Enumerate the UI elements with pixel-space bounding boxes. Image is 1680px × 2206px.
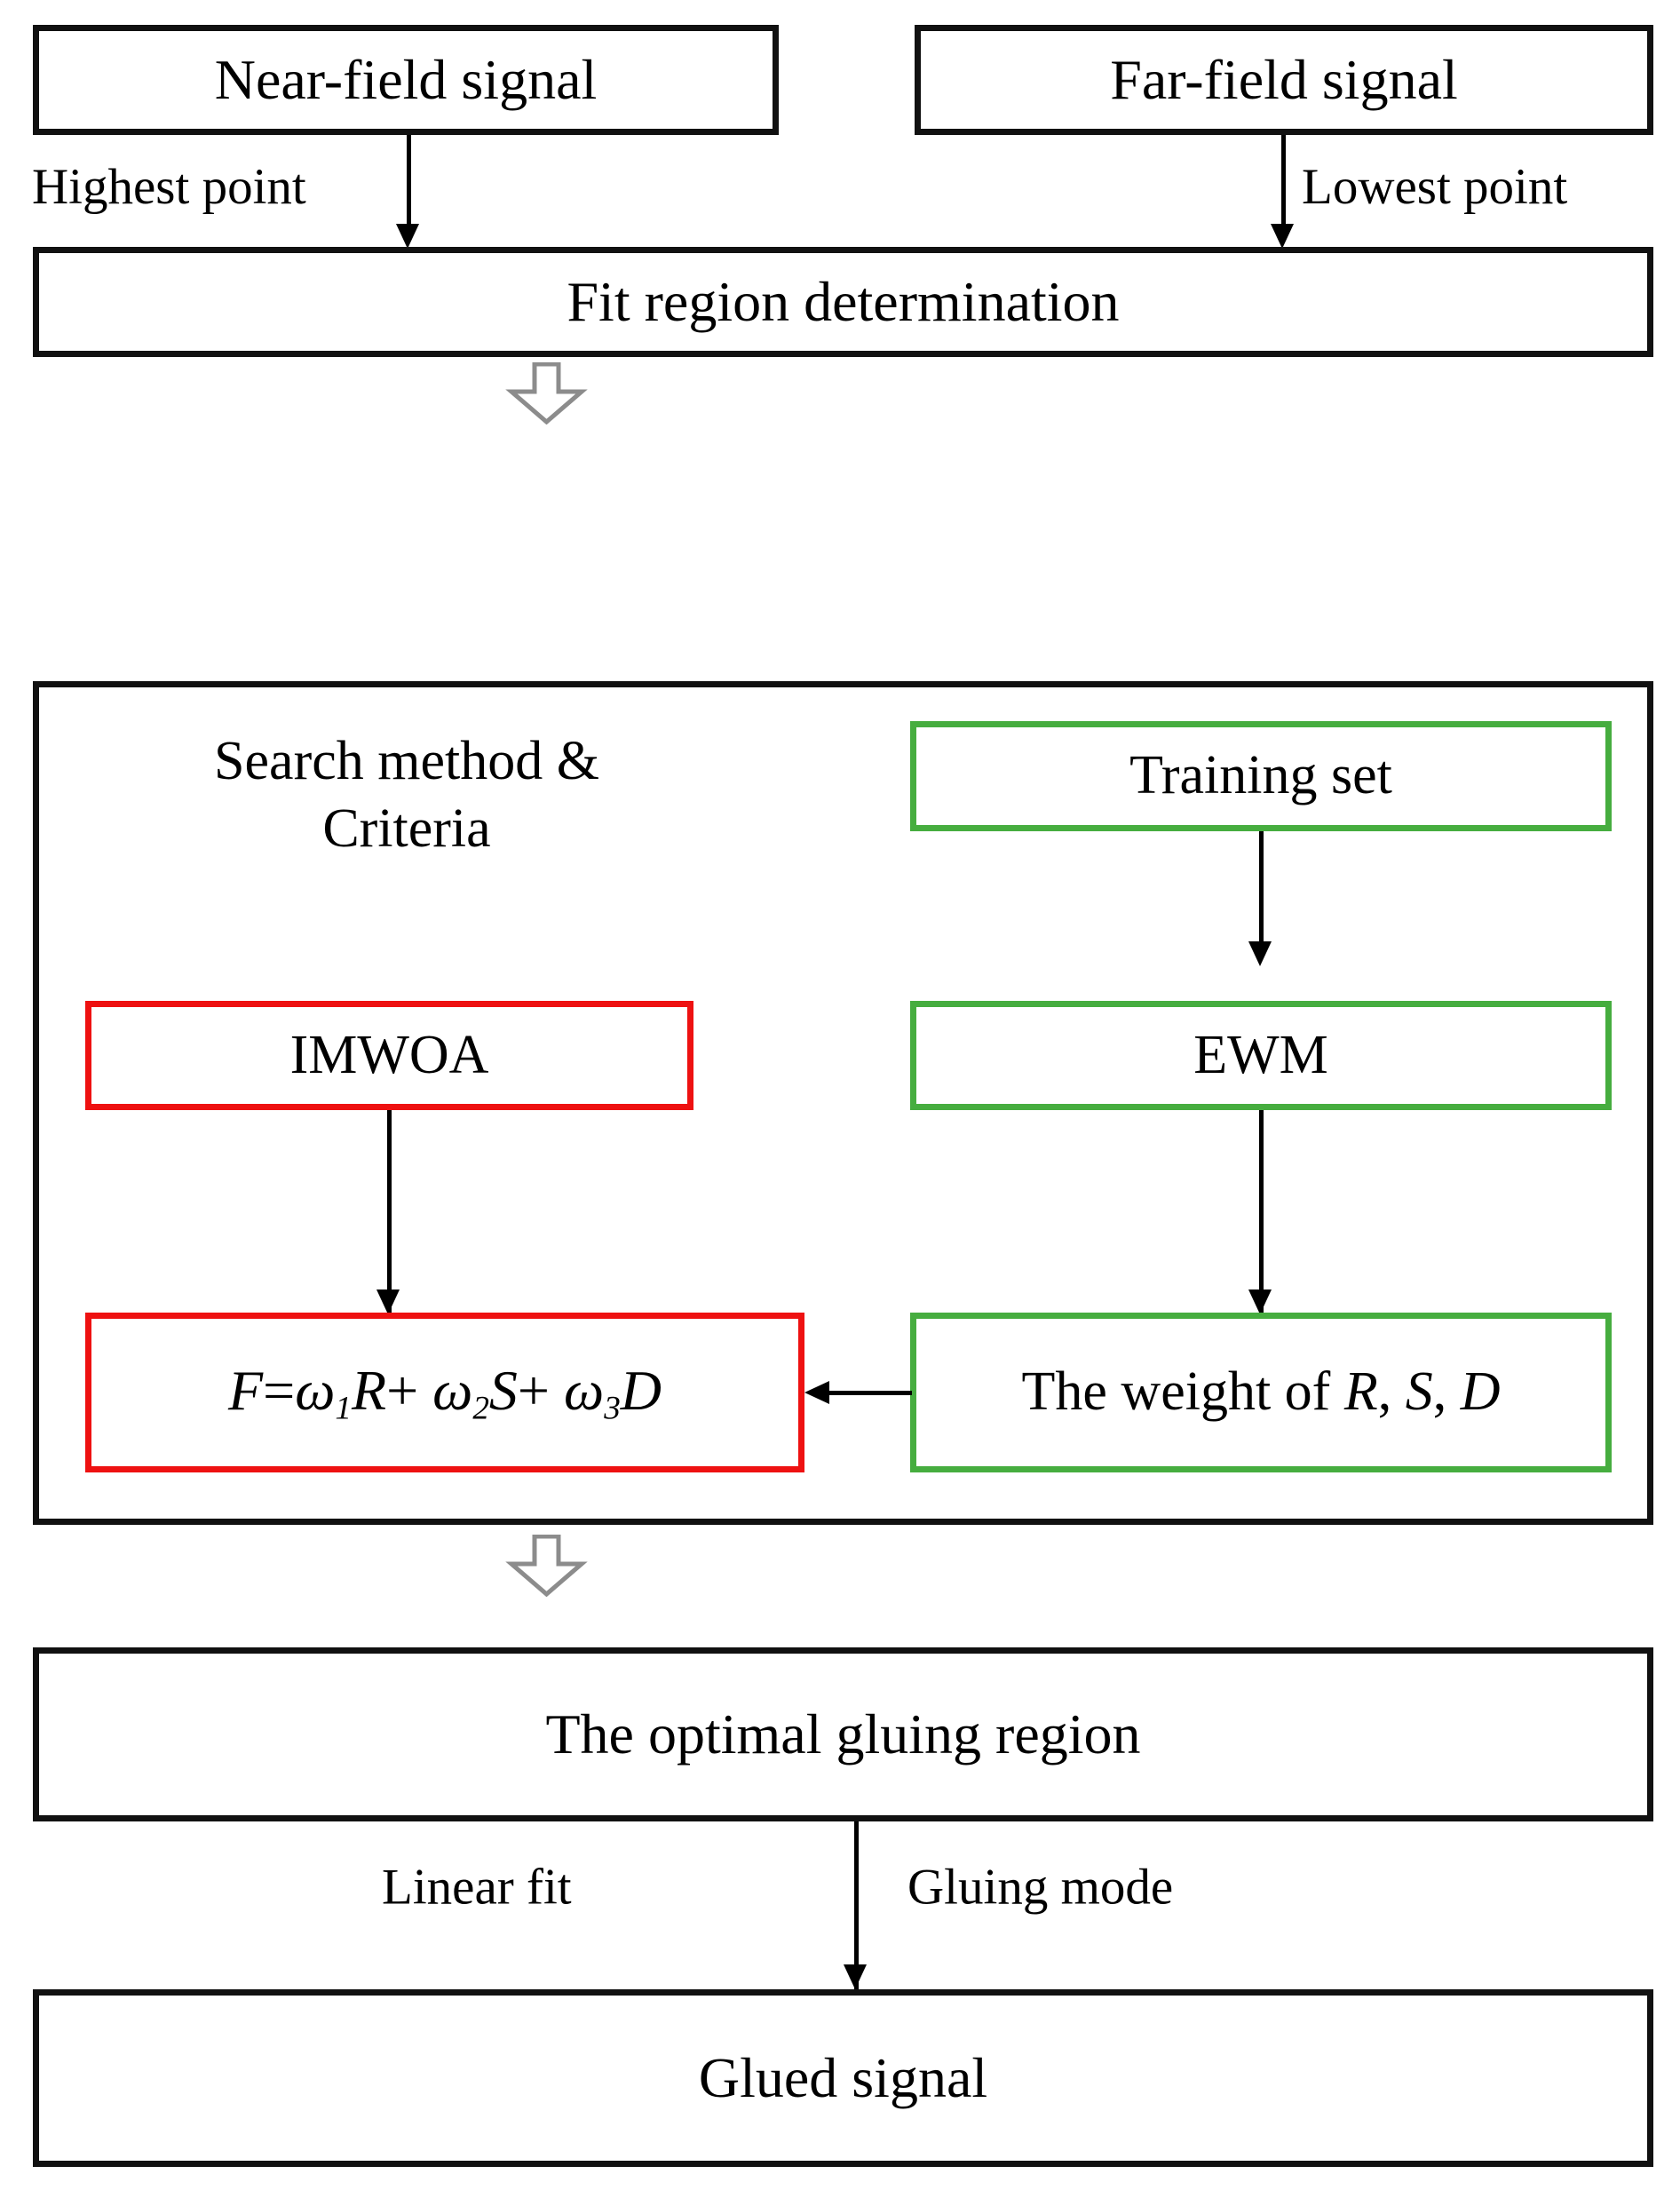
- edge-label-gluing-mode: Gluing mode: [907, 1859, 1174, 1916]
- node-glued-signal[interactable]: Glued signal: [33, 1989, 1653, 2167]
- connector-ewm-to-weight: [1259, 1110, 1264, 1316]
- weight-prefix: The weight of: [1021, 1361, 1344, 1423]
- arrowhead-far-field-to-fit-region-icon: [1271, 224, 1294, 249]
- node-near-field-signal[interactable]: Near-field signal: [33, 25, 779, 135]
- connector-training-set-to-ewm: [1259, 831, 1264, 957]
- node-training-set[interactable]: Training set: [910, 721, 1612, 831]
- formula-omega-1-subscript: 1: [335, 1390, 352, 1427]
- node-weight-of-rsd-label: The weight of R, S, D: [1022, 1360, 1501, 1424]
- edge-label-lowest-point: Lowest point: [1302, 159, 1568, 215]
- formula-R: R: [351, 1358, 387, 1422]
- arrowhead-imwoa-to-formula-icon: [376, 1289, 400, 1314]
- formula-equals: =: [263, 1358, 296, 1422]
- formula-omega-3: ω: [564, 1358, 605, 1422]
- node-imwoa[interactable]: IMWOA: [85, 1001, 693, 1110]
- node-optimal-gluing-region-label: The optimal gluing region: [545, 1702, 1141, 1766]
- formula-S: S: [488, 1358, 518, 1422]
- node-glued-signal-label: Glued signal: [698, 2046, 988, 2110]
- formula-omega-1: ω: [295, 1358, 336, 1422]
- connector-weight-to-formula: [828, 1391, 912, 1395]
- block-arrow-down-icon-1: [500, 362, 593, 425]
- edge-label-linear-fit: Linear fit: [382, 1859, 572, 1916]
- connector-imwoa-to-formula: [387, 1110, 392, 1316]
- label-search-method-criteria-line2: Criteria: [322, 797, 491, 859]
- node-fitness-formula-label: F=ω1R+ ω2S+ ω3D: [228, 1357, 662, 1428]
- formula-omega-3-subscript: 3: [604, 1390, 621, 1427]
- weight-S: S: [1405, 1361, 1433, 1423]
- formula-omega-2: ω: [432, 1358, 473, 1422]
- arrowhead-ewm-to-weight-icon: [1248, 1289, 1272, 1314]
- label-search-method-criteria-line1: Search method &: [214, 731, 599, 791]
- node-far-field-signal-label: Far-field signal: [1110, 48, 1458, 112]
- formula-F: F: [228, 1358, 264, 1422]
- node-weight-of-rsd[interactable]: The weight of R, S, D: [910, 1313, 1612, 1472]
- weight-sep-2: ,: [1432, 1361, 1461, 1423]
- block-arrow-down-icon-2: [500, 1535, 593, 1597]
- label-search-method-criteria: Search method & Criteria: [96, 728, 717, 862]
- arrowhead-near-field-to-fit-region-icon: [396, 224, 419, 249]
- arrowhead-weight-to-formula-icon: [804, 1381, 829, 1404]
- node-imwoa-label: IMWOA: [289, 1024, 489, 1085]
- formula-plus-1: +: [386, 1358, 419, 1422]
- node-optimal-gluing-region[interactable]: The optimal gluing region: [33, 1647, 1653, 1821]
- weight-D: D: [1460, 1361, 1501, 1423]
- node-fit-region-determination-label: Fit region determination: [567, 270, 1120, 334]
- node-ewm-label: EWM: [1193, 1024, 1328, 1085]
- arrowhead-training-set-to-ewm-icon: [1248, 941, 1272, 966]
- connector-optimal-region-to-glued-signal: [854, 1821, 859, 1990]
- weight-sep-1: ,: [1377, 1361, 1406, 1423]
- node-far-field-signal[interactable]: Far-field signal: [915, 25, 1653, 135]
- connector-near-field-to-fit-region: [407, 135, 411, 236]
- node-training-set-label: Training set: [1129, 745, 1392, 806]
- arrowhead-optimal-region-to-glued-signal-icon: [844, 1964, 867, 1989]
- formula-omega-2-subscript: 2: [472, 1390, 489, 1427]
- edge-label-highest-point: Highest point: [32, 159, 306, 215]
- node-fit-region-determination[interactable]: Fit region determination: [33, 247, 1653, 357]
- node-ewm[interactable]: EWM: [910, 1001, 1612, 1110]
- node-near-field-signal-label: Near-field signal: [214, 48, 598, 112]
- formula-D: D: [620, 1358, 662, 1422]
- node-fitness-formula[interactable]: F=ω1R+ ω2S+ ω3D: [85, 1313, 804, 1472]
- connector-far-field-to-fit-region: [1281, 135, 1286, 236]
- formula-plus-2: +: [517, 1358, 550, 1422]
- weight-R: R: [1343, 1361, 1378, 1423]
